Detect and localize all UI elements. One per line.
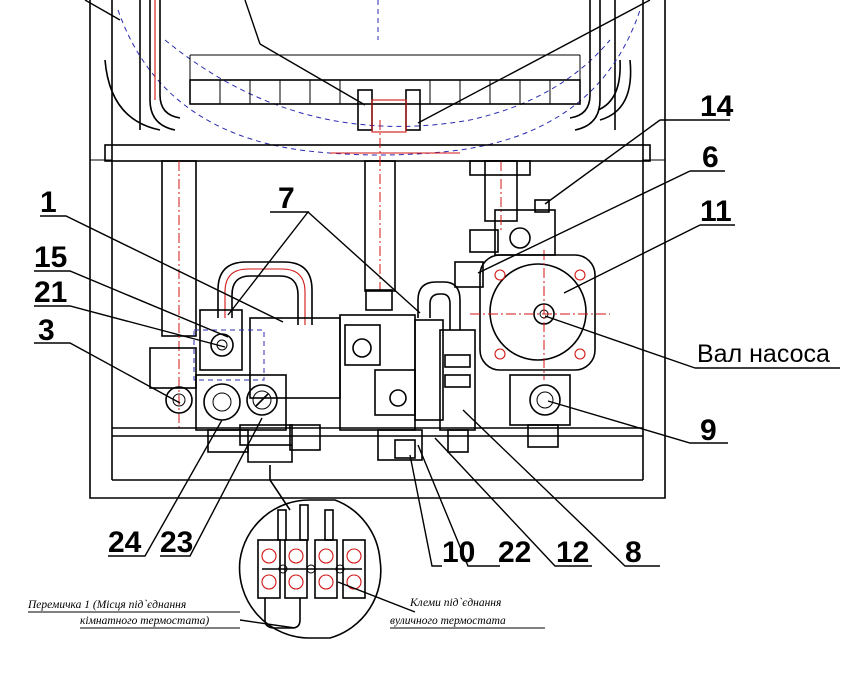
terminal-screws [257, 539, 366, 599]
callout-24: 24 [108, 526, 142, 559]
callout-15: 15 [34, 241, 67, 274]
bottom-rail [112, 427, 643, 437]
terminals-note-line1: Клеми під`єднання [409, 597, 501, 609]
callout-21: 21 [34, 276, 67, 309]
callout-pump-shaft: Вал насоса [697, 340, 830, 368]
jumper-note-line2: кімнатного термостата) [80, 615, 209, 627]
callout-14: 14 [700, 90, 734, 123]
callout-22: 22 [498, 536, 531, 569]
callout-3: 3 [38, 314, 55, 347]
inset-notes: Перемичка 1 (Місця під`єднання кімнатног… [27, 597, 545, 629]
left-valve-block [149, 309, 321, 453]
callout-6: 6 [702, 141, 719, 174]
gas-valve [339, 281, 461, 461]
vertical-pipes [161, 120, 531, 430]
terminals-note-line2: вуличного термостата [390, 615, 506, 627]
callout-12: 12 [556, 536, 589, 569]
bypass-pipe [217, 261, 341, 399]
jumper-note-line1: Перемичка 1 (Місця під`єднання [27, 599, 186, 611]
terminal-block-inset [238, 424, 382, 639]
boiler-casing [89, 0, 666, 499]
circulation-pump [454, 199, 610, 448]
callout-23: 23 [160, 526, 193, 559]
heat-exchanger [104, 0, 651, 162]
callouts: 1 15 21 3 7 14 6 11 Вал насоса 9 24 23 1… [34, 90, 830, 569]
callout-11: 11 [700, 195, 732, 228]
callout-1: 1 [40, 186, 57, 219]
flow-sensor [439, 329, 476, 453]
callout-9: 9 [700, 414, 717, 447]
leader-lines [34, 0, 840, 629]
callout-10: 10 [442, 536, 475, 569]
callout-8: 8 [625, 536, 642, 569]
callout-7: 7 [278, 182, 295, 215]
